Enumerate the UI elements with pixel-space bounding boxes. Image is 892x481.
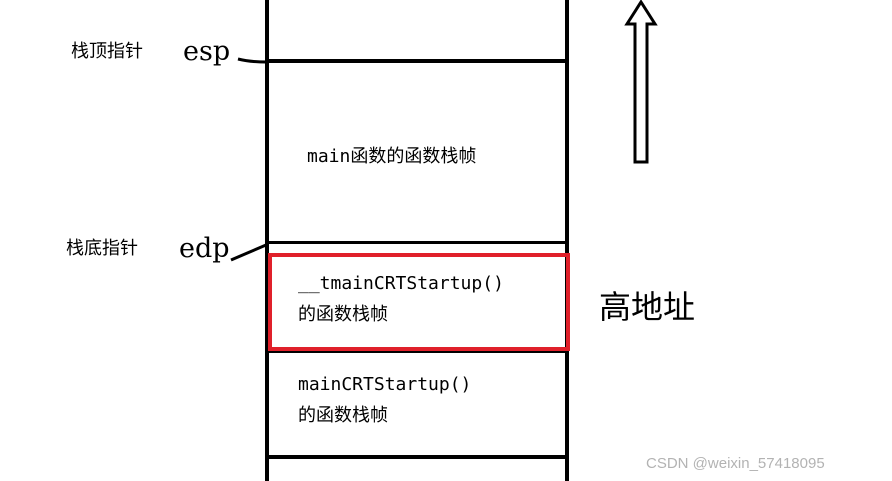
esp-pointer-tick [237, 57, 267, 64]
stack-right-wall [565, 0, 569, 481]
esp-pointer-name: 栈顶指针 [71, 41, 143, 62]
separator-edp [265, 241, 569, 244]
tmain-frame-line2: 的函数栈帧 [298, 304, 388, 325]
csdn-watermark: CSDN @weixin_57418095 [646, 455, 825, 472]
main-frame-label: main函数的函数栈帧 [307, 146, 477, 167]
edp-pointer-tick [230, 243, 267, 262]
crt-frame-line1: mainCRTStartup() [298, 374, 472, 395]
esp-register-label: esp [183, 36, 231, 67]
up-arrow-icon [624, 0, 658, 164]
separator-crt [265, 350, 569, 353]
tmain-frame-highlight [268, 253, 570, 351]
edp-pointer-name: 栈底指针 [66, 238, 138, 259]
tmain-frame-line1: __tmainCRTStartup() [298, 273, 504, 294]
separator-bottom [265, 455, 569, 459]
edp-register-label: edp [179, 233, 230, 264]
high-address-label: 高地址 [599, 288, 696, 326]
separator-esp [265, 59, 569, 63]
stack-left-wall [265, 0, 269, 481]
crt-frame-line2: 的函数栈帧 [298, 405, 388, 426]
